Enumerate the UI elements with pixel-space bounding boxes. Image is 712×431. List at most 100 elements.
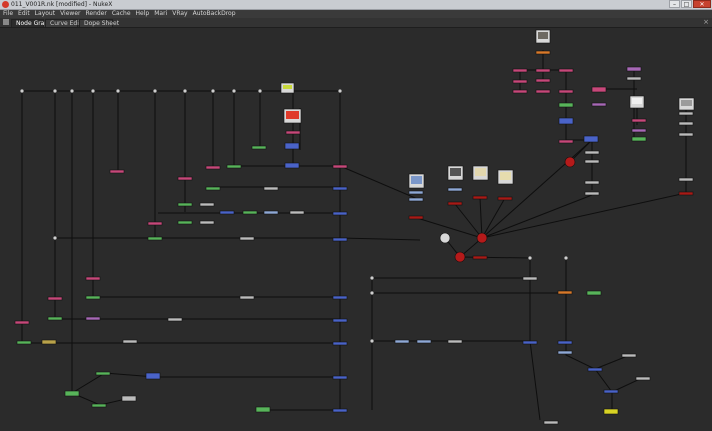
grade-node[interactable]	[631, 136, 647, 142]
merge-node[interactable]	[219, 210, 235, 215]
transform-node[interactable]	[591, 86, 607, 93]
transform-node[interactable]	[535, 78, 551, 83]
color-correct-node[interactable]	[263, 210, 279, 215]
dot-node[interactable]	[370, 339, 374, 343]
grade-node[interactable]	[64, 390, 80, 397]
dot-node[interactable]	[564, 256, 568, 260]
blur-node[interactable]	[678, 132, 694, 137]
dot-node[interactable]	[183, 89, 187, 93]
transform-node[interactable]	[205, 165, 221, 170]
red-switch-node[interactable]	[476, 232, 488, 244]
grade-node[interactable]	[586, 290, 602, 296]
dot-node[interactable]	[370, 276, 374, 280]
panel-menu-icon[interactable]	[3, 19, 9, 25]
merge-node[interactable]	[332, 375, 348, 380]
transform-node[interactable]	[14, 320, 30, 325]
transform-node[interactable]	[147, 221, 163, 226]
blur-node[interactable]	[199, 202, 215, 207]
blur-node[interactable]	[543, 420, 559, 425]
dot-node[interactable]	[232, 89, 236, 93]
color-correct-node[interactable]	[394, 339, 410, 344]
blur-node[interactable]	[584, 191, 600, 196]
blur-node[interactable]	[522, 276, 538, 281]
transform-node[interactable]	[85, 276, 101, 281]
dot-node[interactable]	[53, 89, 57, 93]
menu-layout[interactable]: Layout	[34, 10, 56, 17]
transform-node[interactable]	[631, 118, 647, 123]
merge-node[interactable]	[583, 135, 599, 143]
dot-node[interactable]	[91, 89, 95, 93]
blur-node[interactable]	[584, 159, 600, 164]
shuffle-node[interactable]	[85, 316, 101, 321]
dot-node[interactable]	[370, 291, 374, 295]
dot-node[interactable]	[70, 89, 74, 93]
menu-help[interactable]: Help	[135, 10, 150, 17]
grade-node[interactable]	[16, 340, 32, 345]
color-correct-node[interactable]	[447, 187, 463, 192]
transform-node[interactable]	[332, 164, 348, 169]
blur-node[interactable]	[122, 339, 138, 344]
red-switch-node[interactable]	[564, 156, 576, 168]
merge-node[interactable]	[522, 340, 538, 345]
close-button[interactable]: ✕	[693, 0, 711, 8]
dot-node[interactable]	[20, 89, 24, 93]
dot-node[interactable]	[258, 89, 262, 93]
menu-file[interactable]: File	[3, 10, 14, 17]
transform-node[interactable]	[558, 139, 574, 144]
dark-red-node[interactable]	[472, 195, 488, 200]
blur-node[interactable]	[621, 353, 637, 358]
shuffle-node[interactable]	[626, 66, 642, 72]
grade-node[interactable]	[242, 210, 258, 215]
viewer-node[interactable]	[603, 408, 619, 415]
merge-node[interactable]	[332, 186, 348, 191]
merge-node[interactable]	[332, 295, 348, 300]
blur-node[interactable]	[635, 376, 651, 381]
menu-autobackdrop[interactable]: AutoBackDrop	[192, 10, 236, 17]
merge-node[interactable]	[145, 372, 161, 380]
grade-node[interactable]	[95, 371, 111, 376]
grade-node[interactable]	[147, 236, 163, 241]
transform-node[interactable]	[558, 68, 574, 73]
grade-node[interactable]	[226, 164, 242, 169]
transform-node[interactable]	[558, 89, 574, 94]
dot-node[interactable]	[528, 256, 532, 260]
minimize-button[interactable]: –	[669, 0, 680, 8]
merge-node[interactable]	[332, 318, 348, 323]
write-node[interactable]	[557, 290, 573, 295]
merge-node[interactable]	[284, 142, 300, 150]
tab-dope-sheet[interactable]: Dope Sheet	[79, 19, 119, 27]
dot-node[interactable]	[211, 89, 215, 93]
grade-node[interactable]	[47, 316, 63, 321]
menu-edit[interactable]: Edit	[18, 10, 30, 17]
grade-node[interactable]	[205, 186, 221, 191]
dot-node[interactable]	[153, 89, 157, 93]
panel-close-icon[interactable]: ×	[703, 18, 709, 26]
grade-node[interactable]	[251, 145, 267, 150]
maximize-button[interactable]: □	[681, 0, 692, 8]
color-correct-node[interactable]	[408, 197, 424, 202]
blur-node[interactable]	[239, 236, 255, 241]
grade-node[interactable]	[558, 102, 574, 108]
grade-node[interactable]	[85, 295, 101, 300]
menu-render[interactable]: Render	[85, 10, 107, 17]
blur-node[interactable]	[447, 339, 463, 344]
menu-cache[interactable]: Cache	[111, 10, 131, 17]
transform-node[interactable]	[109, 169, 125, 174]
transform-node[interactable]	[177, 176, 193, 181]
merge-node[interactable]	[603, 389, 619, 394]
dot-node[interactable]	[53, 236, 57, 240]
menu-vray[interactable]: VRay	[172, 10, 188, 17]
merge-node[interactable]	[284, 162, 300, 169]
transform-node[interactable]	[535, 89, 551, 94]
menu-viewer[interactable]: Viewer	[60, 10, 81, 17]
grade-node[interactable]	[91, 403, 107, 408]
tab-curve-editor[interactable]: Curve Editor	[45, 19, 87, 27]
transform-node[interactable]	[512, 79, 528, 84]
tab-node-graph[interactable]: Node Graph	[11, 19, 52, 27]
grade-node[interactable]	[177, 202, 193, 207]
blur-node[interactable]	[289, 210, 305, 215]
transform-node[interactable]	[535, 68, 551, 73]
title-bar[interactable]: 011_V001R.nk [modified] - NukeX – □ ✕	[0, 0, 712, 10]
merge-node[interactable]	[558, 117, 574, 125]
merge-node[interactable]	[332, 408, 348, 413]
